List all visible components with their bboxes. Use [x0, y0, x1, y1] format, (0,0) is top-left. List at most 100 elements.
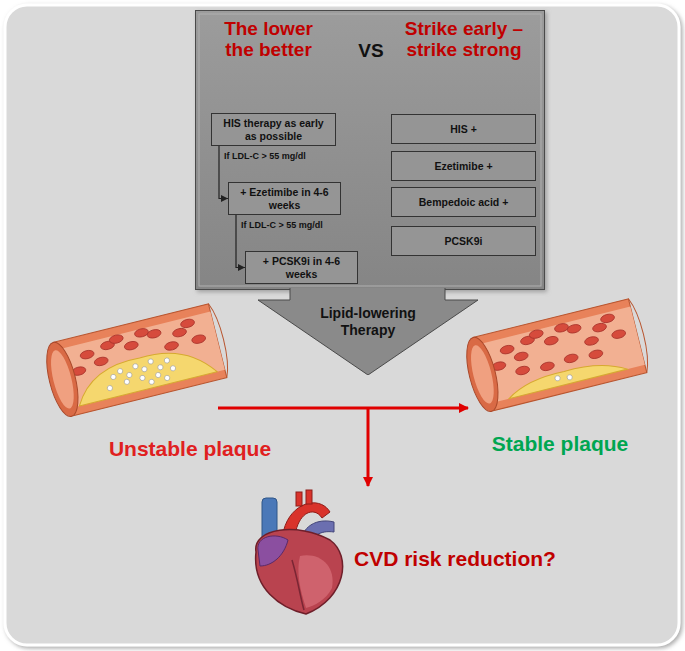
blood-cell	[566, 323, 582, 334]
comparison-panel: HIS therapy as early as possible + Ezetim…	[195, 10, 545, 290]
plaque	[506, 356, 628, 398]
connector-arrow	[219, 146, 228, 199]
blood-cell	[588, 349, 604, 360]
process-box: PCSK9i	[391, 226, 536, 256]
blood-cell	[172, 327, 188, 338]
unstable-artery	[41, 302, 233, 419]
lipid-crystal	[139, 375, 145, 381]
arrow-outline	[258, 288, 478, 375]
plaque	[72, 340, 218, 406]
artery-lumen	[475, 307, 645, 404]
outcome-label: CVD risk reduction?	[354, 547, 594, 570]
red-arrow	[367, 408, 370, 486]
lipid-crystal	[148, 379, 154, 385]
lipid-crystal	[554, 375, 560, 381]
lipid-crystal	[148, 358, 154, 364]
lipid-crystal	[157, 364, 163, 370]
lipid-crystal	[107, 385, 113, 391]
node-label: HIS therapy as early as possible	[217, 117, 330, 141]
blood-cell	[191, 334, 207, 345]
blood-cell	[499, 344, 515, 355]
card-background	[5, 5, 679, 645]
lipid-crystal	[170, 365, 176, 371]
artery-opening-inner	[466, 343, 498, 406]
right-atrium	[258, 536, 288, 566]
artery-opening	[41, 339, 85, 419]
artery-lumen	[55, 312, 225, 409]
blood-cell	[124, 340, 140, 351]
artery-opening-inner	[46, 348, 78, 411]
blood-cell	[93, 356, 109, 367]
lipid-crystal	[141, 366, 147, 372]
artery-opening	[461, 334, 505, 414]
lipid-crystal	[132, 363, 138, 369]
node-label: Bempedoic acid +	[419, 196, 509, 208]
blood-cell	[164, 340, 180, 351]
condition-label: If LDL-C > 55 mg/dl	[224, 151, 306, 161]
artery-wall	[473, 299, 647, 411]
blood-cell	[515, 365, 531, 376]
lipid-crystal	[155, 372, 161, 378]
panel-bevel	[199, 14, 541, 286]
node-label: + Ezetimibe in 4-6 weeks	[234, 186, 335, 210]
node-label: HIS +	[450, 123, 477, 135]
heart-vessel	[292, 560, 304, 610]
stable-artery	[461, 297, 653, 414]
artery-end	[628, 297, 652, 372]
process-box: HIS +	[391, 114, 536, 144]
lipid-crystal	[164, 357, 170, 363]
artery-end	[208, 302, 232, 377]
process-box: + Ezetimibe in 4-6 weeks	[228, 182, 341, 215]
blood-cell	[584, 335, 600, 346]
blood-cell	[513, 351, 529, 362]
process-box: Ezetimibe +	[391, 151, 536, 181]
heading: The lower the better	[211, 19, 326, 61]
lipid-crystal	[110, 374, 116, 380]
process-box: Bempedoic acid +	[391, 187, 536, 217]
node-label: + PCSK9i in 4-6 weeks	[251, 255, 352, 279]
blood-cell	[592, 322, 608, 333]
process-box: + PCSK9i in 4-6 weeks	[245, 251, 358, 284]
blood-cell	[600, 313, 616, 324]
blood-cell	[554, 322, 570, 333]
condition-label: If LDL-C > 55 mg/dl	[241, 220, 323, 230]
plaque-label: Stable plaque	[450, 432, 670, 455]
process-box: HIS therapy as early as possible	[211, 113, 336, 146]
node-label: Lipid-lowering Therapy	[303, 305, 433, 339]
therapy-arrow: Lipid-lowering Therapy	[258, 288, 478, 375]
blood-cell	[528, 329, 544, 340]
lipid-crystal	[164, 375, 170, 381]
heading: Strike early – strike strong	[389, 19, 539, 61]
aorta-branch	[296, 492, 302, 506]
blood-cell	[544, 335, 560, 346]
connector-arrow	[236, 215, 245, 268]
blood-cell	[79, 349, 95, 360]
lipid-crystal	[124, 379, 130, 385]
blood-cell	[180, 318, 196, 329]
heart-body	[256, 530, 343, 614]
heart-illustration	[256, 490, 343, 614]
blood-cell	[108, 334, 124, 345]
plaque-label: Unstable plaque	[70, 437, 310, 460]
lipid-crystal	[126, 372, 132, 378]
blood-cell	[134, 327, 150, 338]
panel-fill	[195, 10, 545, 290]
artery-wall	[53, 304, 227, 416]
blood-cell	[611, 329, 627, 340]
blood-cell	[146, 328, 162, 339]
lipid-crystal	[117, 368, 123, 374]
node-label: Ezetimibe +	[434, 160, 492, 172]
blood-cell	[540, 361, 556, 372]
node-label: PCSK9i	[445, 235, 483, 247]
aorta-branch	[306, 490, 312, 504]
blood-cell	[563, 353, 579, 364]
arrow-shape	[258, 288, 478, 375]
versus-label: VS	[356, 41, 386, 62]
lipid-crystal	[567, 374, 573, 380]
ventricle-highlight	[298, 555, 332, 608]
red-arrow	[218, 407, 468, 410]
